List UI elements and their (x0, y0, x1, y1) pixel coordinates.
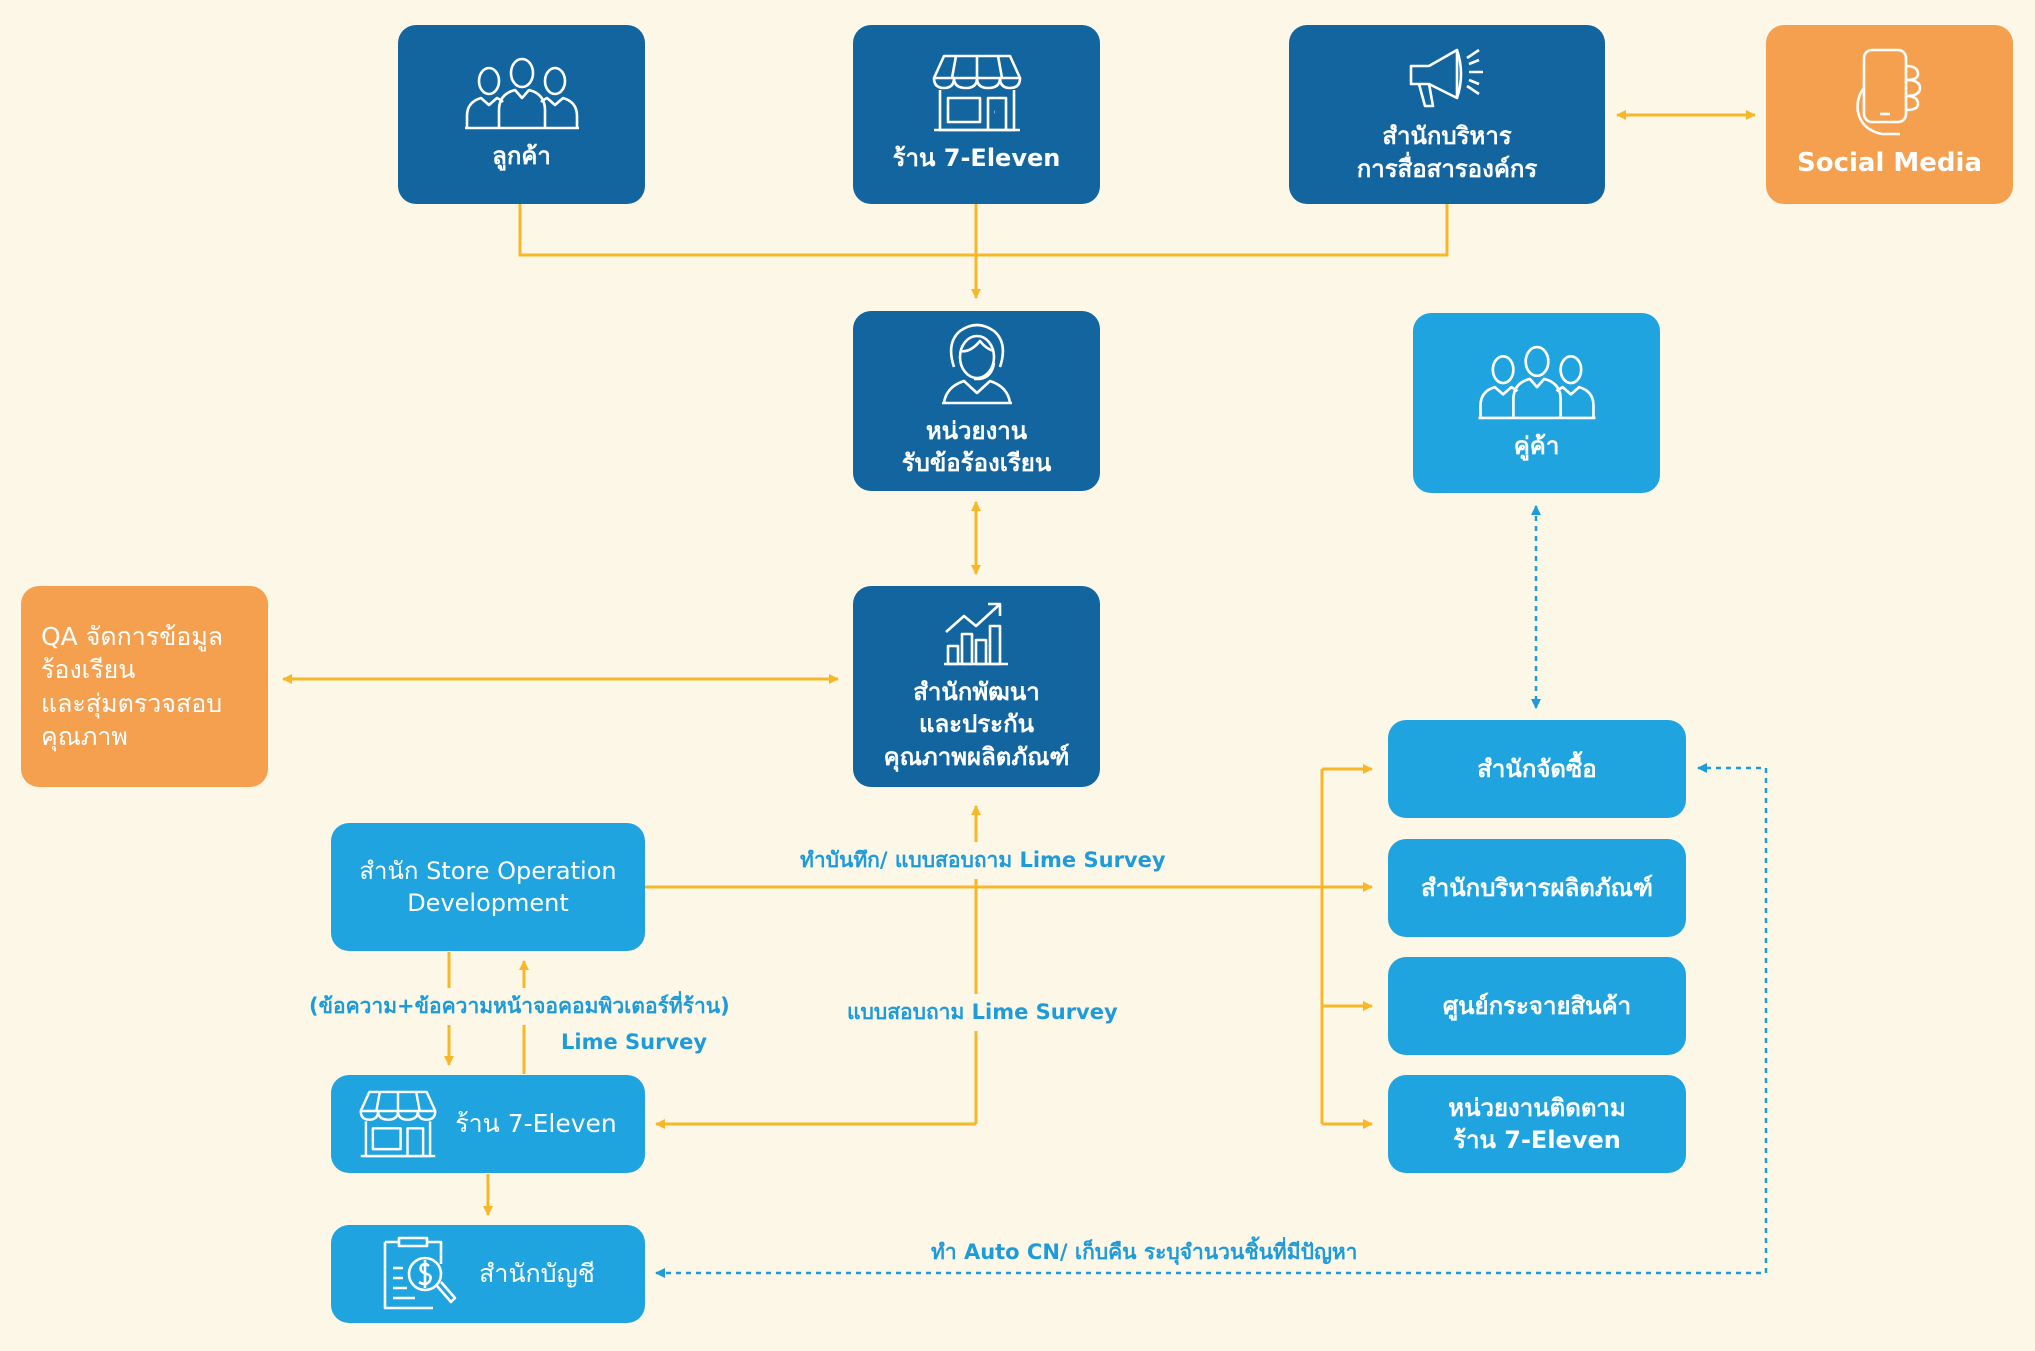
node-product-mgmt-label: สำนักบริหารผลิตภัณฑ์ (1421, 873, 1653, 902)
node-product-dev[interactable]: สำนักพัฒนา และประกัน คุณภาพผลิตภัณฑ์ (853, 586, 1100, 787)
node-social-media[interactable]: Social Media (1766, 25, 2013, 204)
storefront-icon (359, 1090, 437, 1158)
node-supplier[interactable]: คู่ค้า (1413, 313, 1660, 493)
edge-label-auto-cn: ทำ Auto CN/ เก็บคืน ระบุจำนวนชิ้นที่มีปั… (925, 1234, 1364, 1271)
node-accounting[interactable]: สำนักบัญชี (331, 1225, 645, 1323)
node-customer[interactable]: ลูกค้า (398, 25, 645, 204)
node-qa-line-2: ร้องเรียน (41, 655, 136, 684)
node-product-mgmt[interactable]: สำนักบริหารผลิตภัณฑ์ (1388, 839, 1686, 937)
node-qa-line-1: QA จัดการข้อมูล (41, 621, 224, 651)
edge-label-survey-lime: แบบสอบถาม Lime Survey (841, 994, 1124, 1031)
node-corp-comm-line-1: สำนักบริหาร (1382, 122, 1512, 151)
node-supplier-label: คู่ค้า (1513, 431, 1560, 460)
node-customer-label: ลูกค้า (492, 142, 551, 171)
node-qa-line-3: และสุ่มตรวจสอบ (41, 688, 223, 718)
edge-accounting-purchasing-loop (655, 763, 1768, 1278)
node-store-top-label: ร้าน 7-Eleven (892, 144, 1061, 173)
edge-label-message-screen: (ข้อความ+ข้อความหน้าจอคอมพิวเตอร์ที่ร้าน… (303, 988, 736, 1025)
node-complaint-unit-line-2: รับข้อร้องเรียน (901, 449, 1052, 477)
node-corp-comm-line-2: การสื่อสารองค์กร (1356, 154, 1538, 183)
node-complaint-unit[interactable]: หน่วยงาน รับข้อร้องเรียน (853, 311, 1100, 491)
growth-chart-icon (943, 602, 1008, 666)
node-qa[interactable]: QA จัดการข้อมูล ร้องเรียน และสุ่มตรวจสอบ… (21, 586, 268, 787)
invoice-magnifier-icon (383, 1236, 457, 1310)
node-store-bottom[interactable]: ร้าน 7-Eleven (331, 1075, 645, 1173)
edge-label-lime-survey: Lime Survey (555, 1028, 714, 1056)
node-accounting-label: สำนักบัญชี (479, 1259, 595, 1289)
node-store-ops-line-2: Development (407, 889, 569, 917)
node-product-dev-line-3: คุณภาพผลิตภัณฑ์ (883, 742, 1070, 771)
node-social-media-label: Social Media (1797, 148, 1982, 179)
node-distribution-label: ศูนย์กระจายสินค้า (1442, 991, 1632, 1020)
node-store-ops-line-1: สำนัก Store Operation (359, 856, 617, 885)
node-store-tracking[interactable]: หน่วยงานติดตาม ร้าน 7-Eleven (1388, 1075, 1686, 1173)
node-corp-comm[interactable]: สำนักบริหาร การสื่อสารองค์กร (1289, 25, 1605, 204)
edge-customer-to-merge (518, 204, 1449, 257)
node-purchasing-label: สำนักจัดซื้อ (1477, 754, 1597, 783)
smartphone-hand-icon (1855, 48, 1921, 136)
people-group-icon (1477, 345, 1596, 420)
node-qa-line-4: คุณภาพ (41, 722, 128, 751)
node-product-dev-line-1: สำนักพัฒนา (913, 678, 1040, 707)
node-store-tracking-line-1: หน่วยงานติดตาม (1448, 1093, 1626, 1122)
node-purchasing[interactable]: สำนักจัดซื้อ (1388, 720, 1686, 818)
node-product-dev-line-2: และประกัน (918, 710, 1035, 739)
node-store-bottom-label: ร้าน 7-Eleven (455, 1109, 617, 1139)
call-center-agent-icon (941, 323, 1012, 405)
node-store-top[interactable]: ร้าน 7-Eleven (853, 25, 1100, 204)
node-store-ops[interactable]: สำนัก Store Operation Development (331, 823, 645, 951)
node-distribution[interactable]: ศูนย์กระจายสินค้า (1388, 957, 1686, 1055)
people-group-icon (464, 58, 579, 130)
megaphone-icon (1409, 49, 1483, 108)
edge-label-record-survey: ทำบันทึก/ แบบสอบถาม Lime Survey (794, 842, 1172, 879)
storefront-icon (932, 55, 1021, 132)
node-complaint-unit-line-1: หน่วยงาน (925, 416, 1028, 445)
node-store-tracking-line-2: ร้าน 7-Eleven (1453, 1126, 1621, 1154)
